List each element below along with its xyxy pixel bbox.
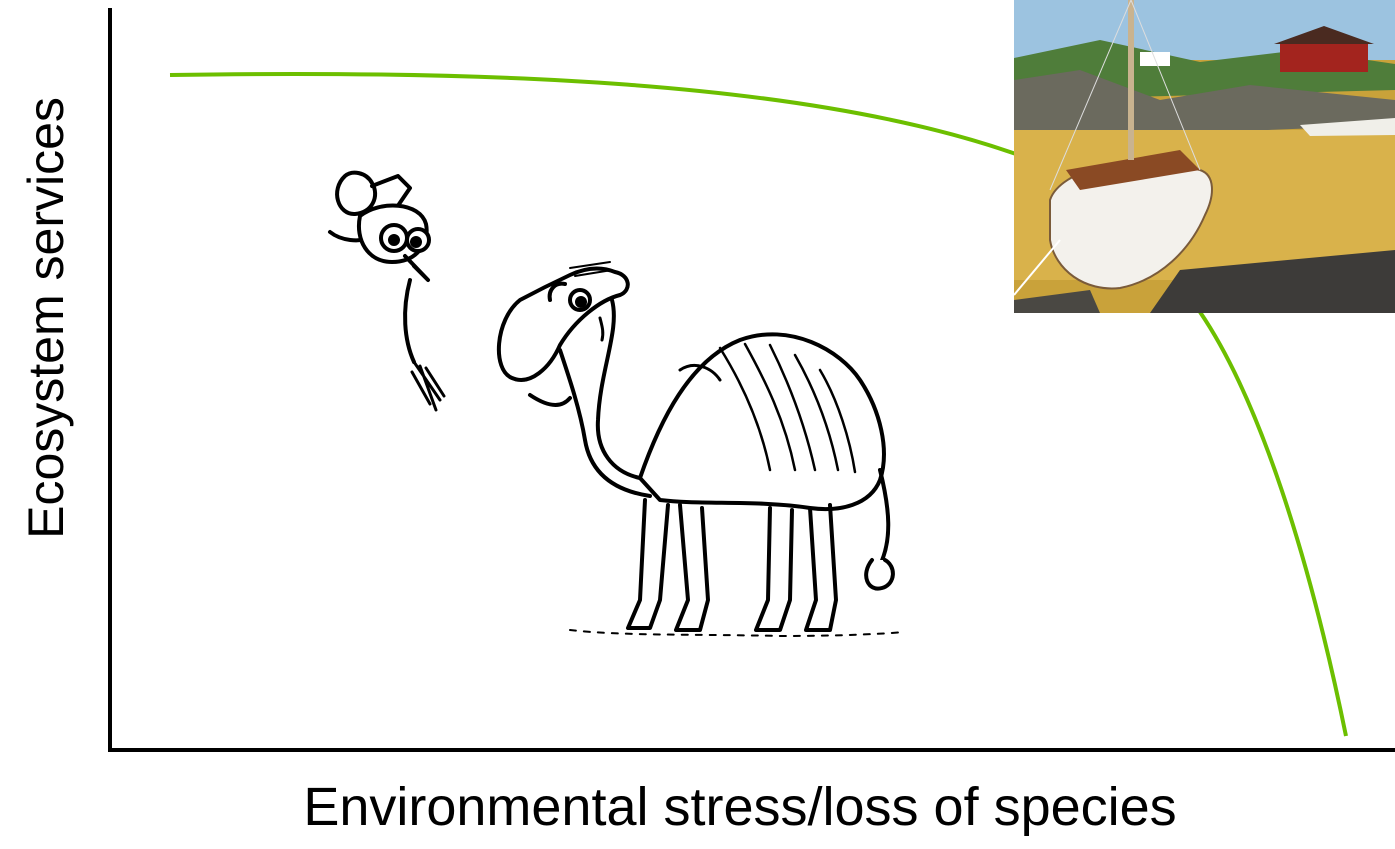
cartoon-bird-illustration: [328, 170, 446, 412]
cartoon-camel-illustration: [496, 261, 906, 637]
ecosystem-services-curve: [169, 71, 1348, 737]
x-axis-label: Environmental stress/loss of species: [303, 777, 1177, 837]
y-axis-label: Ecosystem services: [18, 97, 74, 539]
sailboat-photo: [1013, 0, 1395, 313]
